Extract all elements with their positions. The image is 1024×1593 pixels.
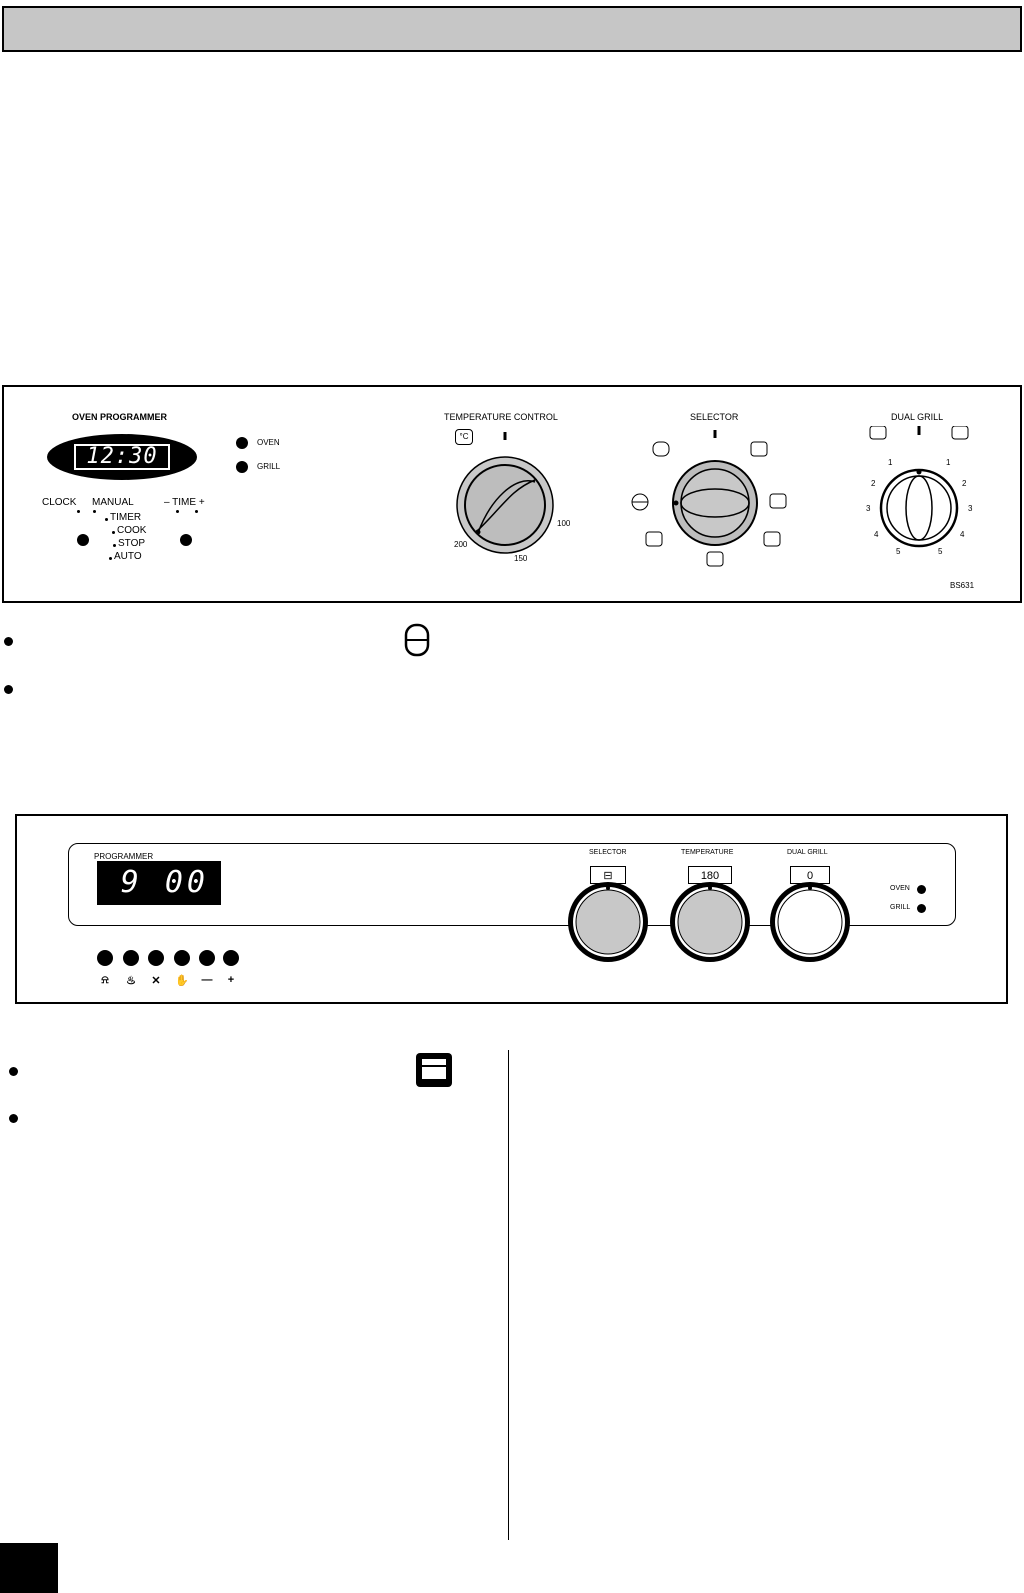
oven-programmer-title: OVEN PROGRAMMER [72, 412, 168, 422]
time-label: – TIME + [164, 497, 205, 508]
selector-knob-2[interactable] [566, 880, 650, 964]
bullet-marker [9, 1114, 18, 1123]
grill-left-4: 4 [874, 530, 879, 539]
bell-button[interactable] [97, 950, 113, 966]
temperature-control-title: TEMPERATURE CONTROL [444, 412, 558, 422]
grill-left-3: 3 [866, 504, 871, 513]
temperature-knob[interactable] [440, 430, 570, 560]
temperature-knob-2[interactable] [668, 880, 752, 964]
plus-button[interactable] [223, 950, 239, 966]
selector-title-2: SELECTOR [589, 849, 627, 856]
temperature-title-2: TEMPERATURE [681, 849, 734, 856]
grill-right-3: 3 [968, 504, 973, 513]
grill-indicator-light-2 [917, 904, 926, 913]
oven-indicator-label-2: OVEN [890, 885, 910, 892]
clock-marker [77, 510, 80, 513]
bullet-marker [4, 685, 13, 694]
celsius-symbol-icon: °C [455, 429, 473, 445]
grill-left-5: 5 [896, 547, 901, 556]
programmer-display-value: 12:30 [74, 444, 170, 470]
manual-marker [93, 510, 96, 513]
grill-right-1: 1 [946, 458, 951, 467]
bell-icon: ⍾ [101, 974, 109, 986]
page-number-tab [0, 1543, 58, 1593]
grill-indicator-label-2: GRILL [890, 904, 911, 911]
cook-marker [112, 531, 115, 534]
plus-icon: + [227, 974, 235, 986]
grill-indicator-light [236, 461, 248, 473]
programmer-display: 12:30 [47, 434, 197, 480]
dual-grill-title: DUAL GRILL [891, 412, 944, 422]
oven-indicator-label: OVEN [257, 438, 280, 447]
grill-left-2: 2 [871, 479, 876, 488]
bullet-marker [9, 1067, 18, 1076]
grill-right-5: 5 [938, 547, 943, 556]
grill-right-4: 4 [960, 530, 965, 539]
time-plus-marker [195, 510, 198, 513]
manual-button[interactable] [174, 950, 190, 966]
mode-stop: STOP [118, 538, 146, 549]
section-header-bar [2, 6, 1022, 52]
timer-marker [105, 518, 108, 521]
programmer-title: PROGRAMMER [94, 852, 154, 861]
manual-hand-icon: ✋ [175, 975, 189, 987]
column-divider [508, 1050, 509, 1540]
function-selector-knob[interactable] [630, 428, 800, 578]
dual-grill-knob[interactable] [855, 426, 985, 556]
selector-title: SELECTOR [690, 412, 739, 422]
grill-left-1: 1 [888, 458, 893, 467]
clock-manual-button[interactable] [77, 534, 89, 546]
temp-scale-100: 100 [557, 519, 571, 528]
dual-grill-title-2: DUAL GRILL [787, 849, 828, 856]
oven-indicator-light [236, 437, 248, 449]
time-adjust-button[interactable] [180, 534, 192, 546]
manual-label: MANUAL [92, 497, 134, 508]
cook-time-button[interactable] [123, 950, 139, 966]
mode-auto: AUTO [114, 551, 142, 562]
temp-scale-200: 200 [454, 540, 468, 549]
minus-button[interactable] [199, 950, 215, 966]
time-minus-marker [176, 510, 179, 513]
stop-marker [113, 544, 116, 547]
diagram-code: BS631 [950, 581, 975, 590]
oven-window-icon [416, 1053, 452, 1087]
grill-right-2: 2 [962, 479, 967, 488]
conventional-oven-icon [404, 623, 430, 657]
mode-timer: TIMER [110, 512, 142, 523]
grill-indicator-label: GRILL [257, 462, 281, 471]
cook-time-icon: ♨ [126, 975, 136, 987]
end-time-button[interactable] [148, 950, 164, 966]
clock-label: CLOCK [42, 497, 77, 508]
minus-icon: — [201, 974, 213, 986]
mode-cook: COOK [117, 525, 147, 536]
auto-marker [109, 557, 112, 560]
bullet-marker [4, 637, 13, 646]
dual-grill-knob-2[interactable] [768, 880, 852, 964]
temp-scale-150: 150 [514, 554, 528, 563]
programmer-fascia [68, 843, 956, 926]
programmer-display: 9 00 [97, 861, 221, 905]
oven-indicator-light-2 [917, 885, 926, 894]
end-time-icon: ✕ [151, 975, 161, 987]
